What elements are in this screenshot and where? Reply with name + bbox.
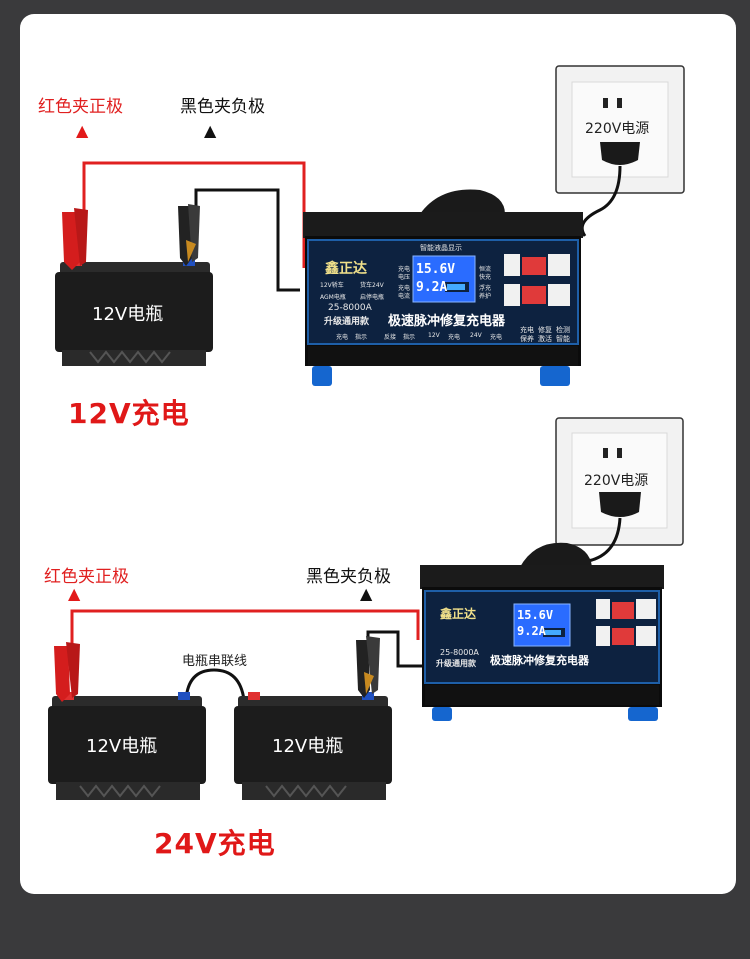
feature-4: 启停电瓶 xyxy=(360,294,385,301)
charger-2 xyxy=(420,542,664,721)
battery-label-1: 12V电瓶 xyxy=(92,304,164,325)
black-clip-2 xyxy=(356,636,380,698)
func-3: 检测 xyxy=(556,326,570,334)
feature-1: 12V轿车 xyxy=(320,282,344,289)
black-clip-1 xyxy=(178,204,200,266)
mode-label-24v: 24V充电 xyxy=(154,827,276,860)
bottom-8: 充电 xyxy=(490,334,503,341)
bottom-4: 指示 xyxy=(403,334,416,341)
series-cable xyxy=(184,668,246,701)
black-clip-label-1: 黑色夹负极 xyxy=(180,97,265,117)
lcd-voltage-1: 15.6V xyxy=(416,262,456,277)
battery-2a xyxy=(48,692,206,800)
red-clip-2 xyxy=(54,642,80,702)
bottom-5: 12V xyxy=(428,332,440,339)
lcd-voltage-2: 15.6V xyxy=(517,608,554,622)
battery-2b xyxy=(234,692,392,800)
black-arrow-icon: ▲ xyxy=(204,121,217,140)
right-label-3: 浮充 xyxy=(479,285,492,292)
lcd-current-2: 9.2A xyxy=(517,624,546,638)
socket-label-2: 220V电源 xyxy=(584,473,649,489)
lcd-current-1: 9.2A xyxy=(416,280,448,295)
func-2: 修复 xyxy=(538,326,552,334)
left-label-2: 电压 xyxy=(398,274,411,281)
positive-wire-2 xyxy=(70,609,420,648)
charger-brand-1: 鑫正达 xyxy=(325,261,367,277)
right-label-1: 恒流 xyxy=(479,266,492,273)
bottom-1: 充电 xyxy=(336,334,349,341)
red-clip-label-2: 红色夹正极 xyxy=(44,567,129,587)
feature-3: AGM电瓶 xyxy=(320,294,346,301)
left-label-3: 充电 xyxy=(398,285,411,292)
charger-1 xyxy=(303,189,583,386)
series-cable-label: 电瓶串联线 xyxy=(182,654,248,669)
func-5: 激活 xyxy=(538,335,552,343)
bottom-3: 反接 xyxy=(384,334,397,341)
func-6: 智能 xyxy=(556,335,570,343)
mode-label-12v: 12V充电 xyxy=(68,397,190,430)
charger-subtitle-1: 升级通用款 xyxy=(324,317,370,327)
black-arrow-icon: ▲ xyxy=(360,584,373,603)
battery-label-2b: 12V电瓶 xyxy=(272,736,344,757)
right-label-4: 养护 xyxy=(479,293,492,300)
charger-title-2: 极速脉冲修复充电器 xyxy=(490,654,589,667)
wall-socket-2 xyxy=(555,417,684,546)
left-label-4: 电流 xyxy=(398,293,411,300)
wall-socket-1 xyxy=(555,65,685,194)
charger-model-1: 25-8000A xyxy=(328,303,372,313)
red-clip-1 xyxy=(62,208,88,270)
bottom-7: 24V xyxy=(470,332,482,339)
battery-label-2a: 12V电瓶 xyxy=(86,736,158,757)
socket-label-1: 220V电源 xyxy=(585,121,650,137)
charger-brand-2: 鑫正达 xyxy=(440,607,477,621)
negative-wire-2 xyxy=(366,630,424,668)
lcd-header-1: 智能液晶显示 xyxy=(420,244,462,252)
charger-model-2: 25-8000A xyxy=(440,648,479,657)
bottom-6: 充电 xyxy=(448,334,461,341)
feature-2: 货车24V xyxy=(360,282,384,289)
func-4: 保养 xyxy=(520,335,534,343)
func-1: 充电 xyxy=(520,326,534,334)
bottom-2: 指示 xyxy=(355,334,368,341)
right-label-2: 快充 xyxy=(479,274,492,281)
charger-subtitle-2: 升级通用款 xyxy=(436,659,476,668)
left-label-1: 充电 xyxy=(398,266,411,273)
red-arrow-icon: ▲ xyxy=(68,584,81,603)
negative-wire-1 xyxy=(194,188,300,292)
charger-title-1: 极速脉冲修复充电器 xyxy=(388,314,506,329)
red-clip-label-1: 红色夹正极 xyxy=(38,97,123,117)
red-arrow-icon: ▲ xyxy=(76,121,89,140)
black-clip-label-2: 黑色夹负极 xyxy=(306,567,391,587)
